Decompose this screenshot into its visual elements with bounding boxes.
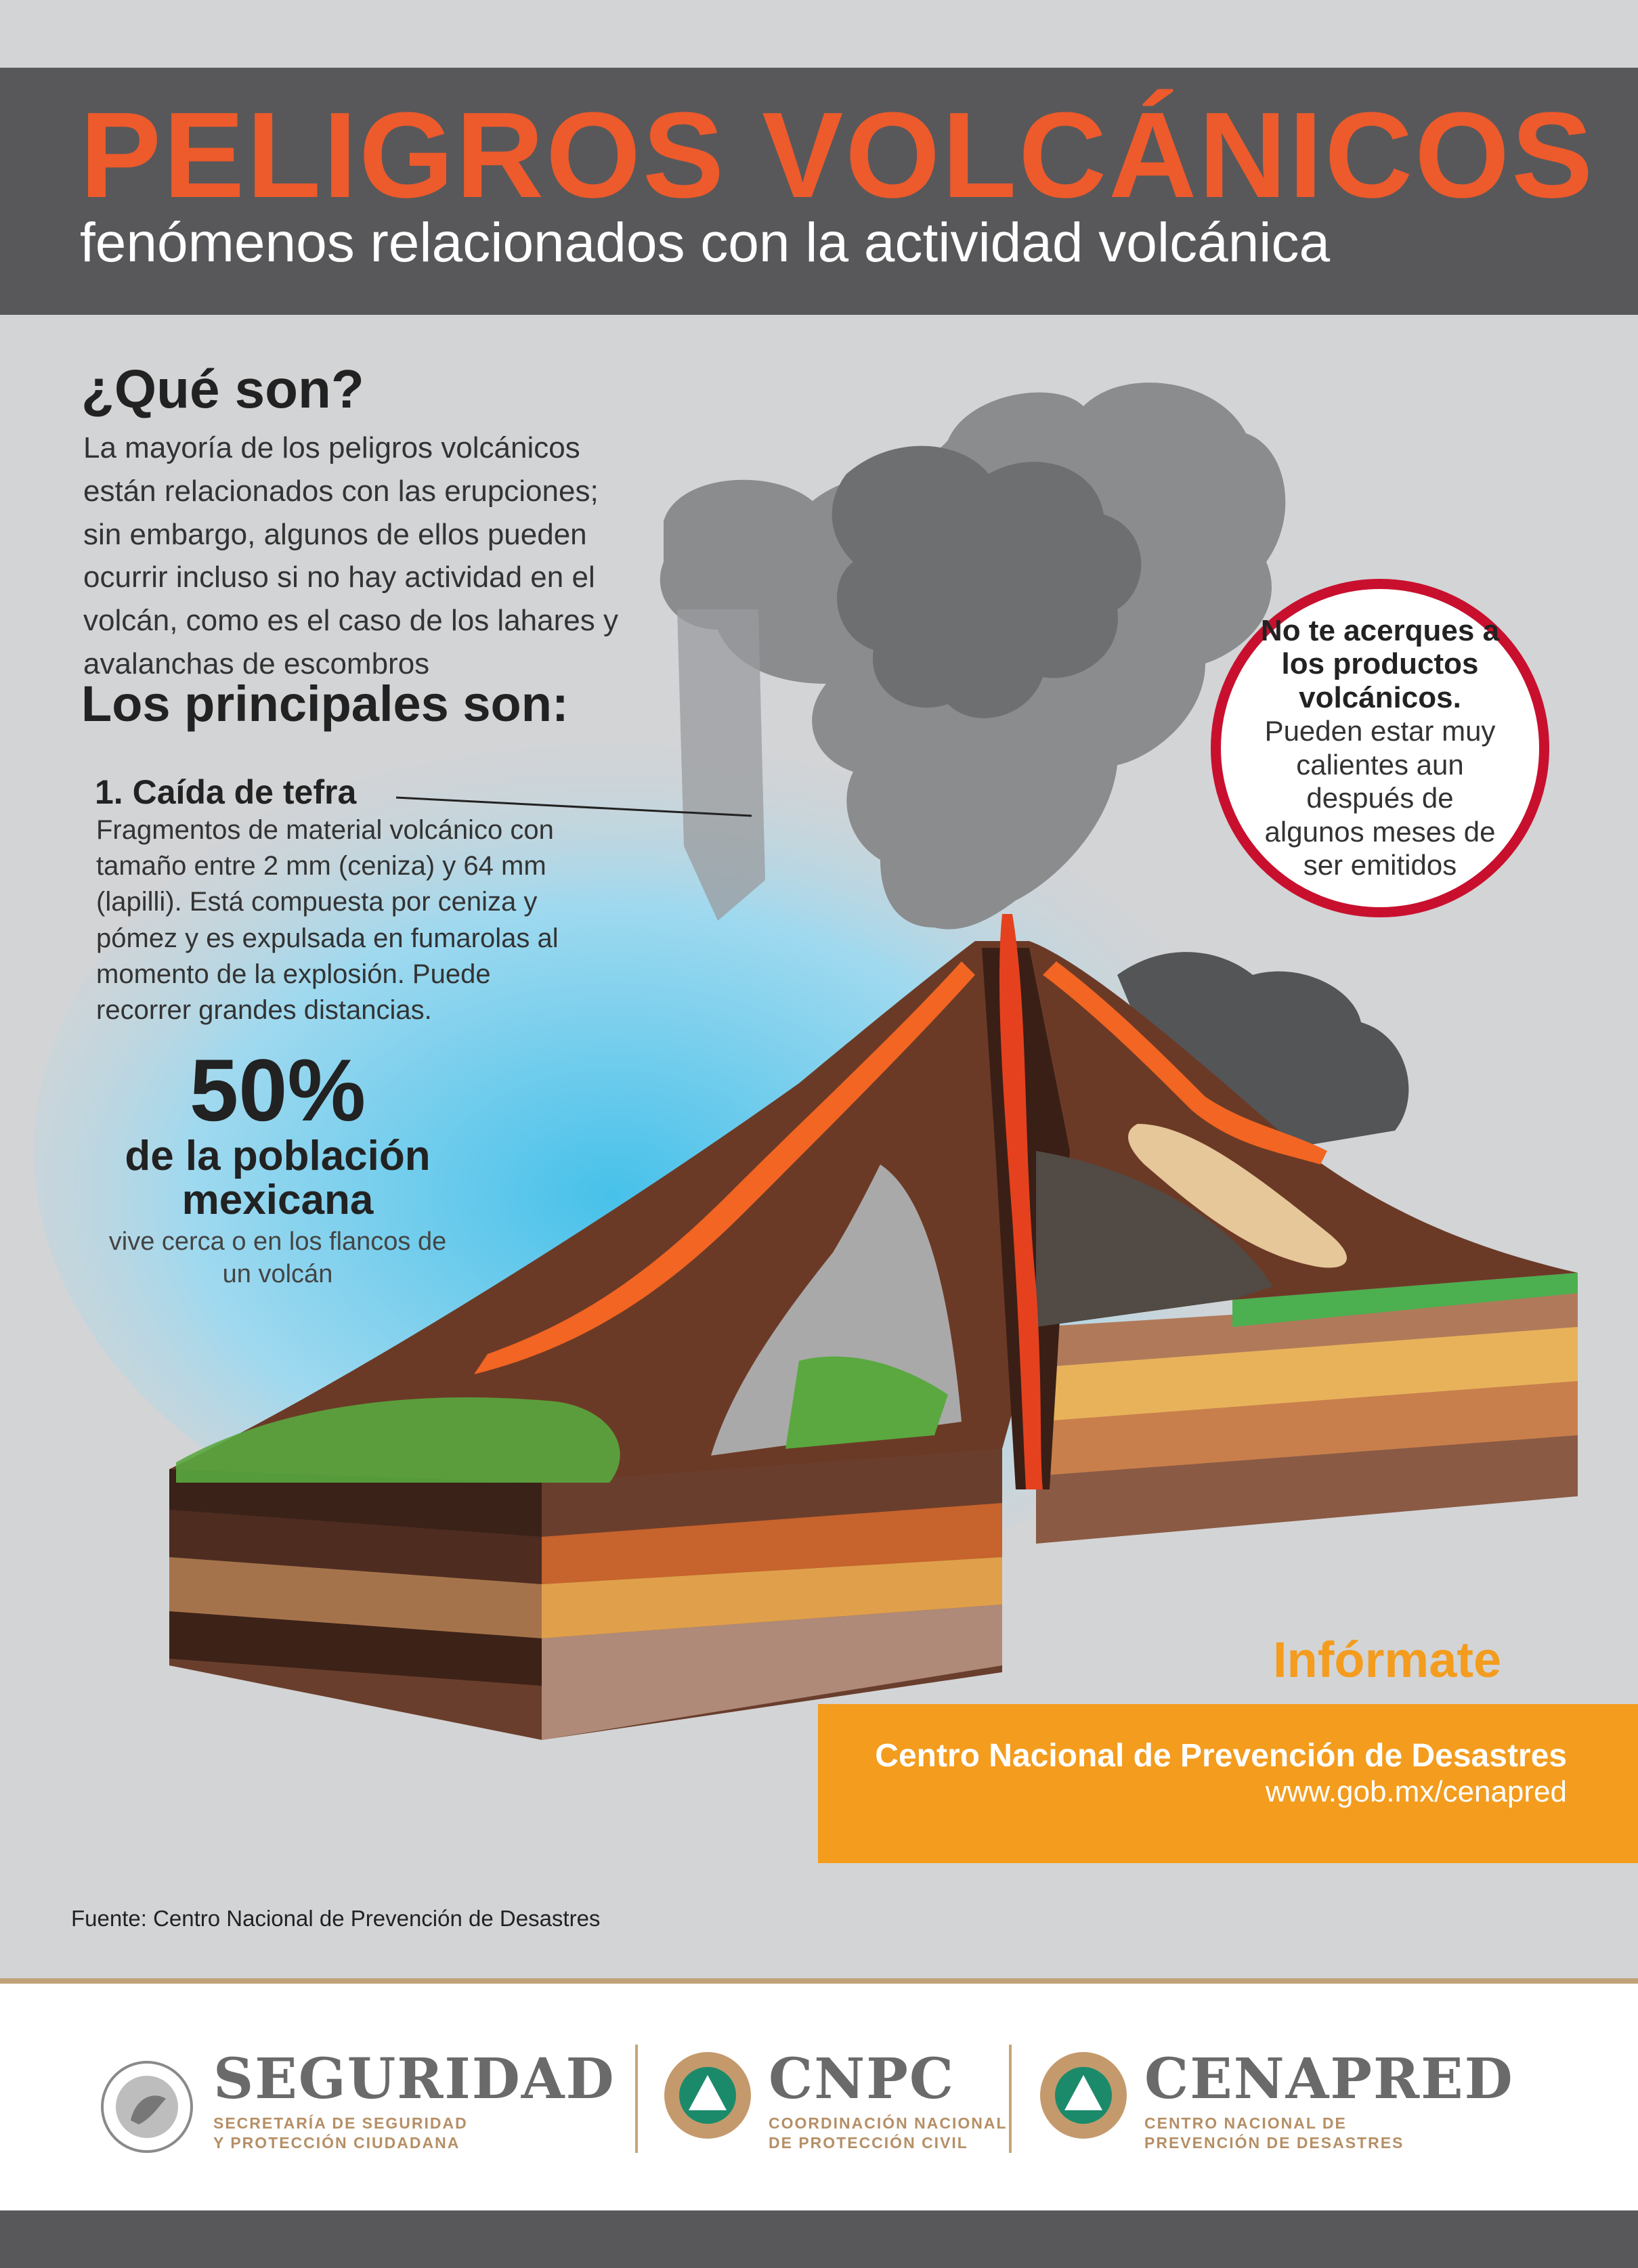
tefra-body: Fragmentos de material volcánico con tam… [96, 815, 559, 1025]
logo-cnpc: CNPC COORDINACIÓN NACIONAL DE PROTECCIÓN… [769, 2051, 1008, 2153]
cnpc-emblem-icon [660, 2048, 755, 2146]
footer-divider [0, 1978, 1638, 1984]
informate-heading: Infórmate [1273, 1632, 1502, 1688]
warning-text: Pueden estar muy calientes aun después d… [1264, 715, 1496, 881]
tefra-heading: 1. Caída de tefra [95, 773, 357, 811]
logo-cnpc-name: CNPC [769, 2047, 955, 2112]
logo-cnpc-sub2: DE PROTECCIÓN CIVIL [769, 2133, 968, 2152]
logo-seguridad-name: SEGURIDAD [213, 2047, 616, 2112]
logo-cnpc-sub1: COORDINACIÓN NACIONAL [769, 2114, 1008, 2132]
header-banner [0, 68, 1638, 315]
principales-heading: Los principales son: [81, 676, 569, 732]
page-title: PELIGROS VOLCÁNICOS [80, 87, 1595, 223]
stat-line2: mexicana [181, 1177, 374, 1224]
bottom-bar [0, 2210, 1638, 2268]
footer: SEGURIDAD SECRETARÍA DE SEGURIDAD Y PROT… [0, 1984, 1638, 2210]
logo-cenapred-sub1: CENTRO NACIONAL DE [1144, 2114, 1347, 2132]
footer-separator [635, 2045, 638, 2153]
informate-box [818, 1704, 1638, 1863]
footer-separator [1009, 2045, 1012, 2153]
informate-org: Centro Nacional de Prevención de Desastr… [875, 1738, 1567, 1774]
stat-line1: de la población [125, 1133, 431, 1179]
page-subtitle: fenómenos relacionados con la actividad … [80, 212, 1331, 274]
volcano-illustration [34, 383, 1578, 1740]
logo-cenapred: CENAPRED CENTRO NACIONAL DE PREVENCIÓN D… [1144, 2051, 1514, 2153]
informate-url[interactable]: www.gob.mx/cenapred [1265, 1775, 1567, 1808]
stat-line3: vive cerca o en los flancos de un volcán [108, 1227, 447, 1288]
cenapred-emblem-icon [1036, 2048, 1131, 2146]
logo-seguridad: SEGURIDAD SECRETARÍA DE SEGURIDAD Y PROT… [213, 2051, 616, 2153]
que-son-body: La mayoría de los peligros volcánicos es… [83, 431, 618, 680]
population-stat: 50% de la población mexicana vive cerca … [102, 1046, 454, 1290]
logo-cenapred-sub2: PREVENCIÓN DE DESASTRES [1144, 2133, 1404, 2152]
logo-seguridad-sub2: Y PROTECCIÓN CIUDADANA [213, 2133, 460, 2152]
mexico-coat-of-arms-icon [98, 2058, 196, 2160]
stat-percent: 50% [189, 1041, 366, 1139]
logo-seguridad-sub1: SECRETARÍA DE SEGURIDAD [213, 2114, 468, 2132]
warning-bold-text: No te acerques a los productos volcánico… [1260, 614, 1500, 714]
logo-cenapred-name: CENAPRED [1144, 2047, 1514, 2112]
warning-circle: No te acerques a los productos volcánico… [1211, 579, 1549, 917]
source-note: Fuente: Centro Nacional de Prevención de… [71, 1906, 601, 1931]
que-son-heading: ¿Qué son? [81, 359, 364, 419]
